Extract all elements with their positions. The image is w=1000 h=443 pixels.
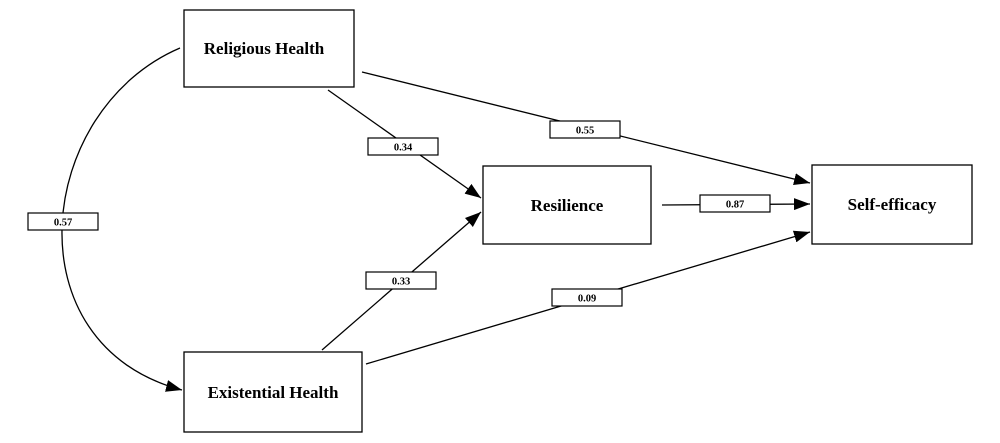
coef-religious-existential: 0.57: [27, 212, 99, 231]
node-resilience-label: Resilience: [531, 196, 604, 215]
node-religious-health-label: Religious Health: [204, 39, 325, 58]
coef-religious-existential-value: 0.57: [54, 218, 72, 229]
coef-resilience-selfefficacy: 0.87: [699, 194, 771, 213]
coef-religious-selfefficacy-value: 0.55: [576, 126, 594, 137]
node-self-efficacy: Self-efficacy: [811, 164, 973, 245]
coef-resilience-selfefficacy-value: 0.87: [726, 200, 744, 211]
coef-existential-resilience-value: 0.33: [392, 277, 410, 288]
coef-existential-selfefficacy-value: 0.09: [578, 294, 596, 305]
coef-existential-resilience: 0.33: [365, 271, 437, 290]
node-self-efficacy-label: Self-efficacy: [848, 195, 937, 214]
node-existential-health: Existential Health: [183, 351, 363, 433]
coef-religious-resilience: 0.34: [367, 137, 439, 156]
node-existential-health-label: Existential Health: [208, 383, 339, 402]
coef-religious-resilience-value: 0.34: [394, 143, 413, 154]
coef-existential-selfefficacy: 0.09: [551, 288, 623, 307]
coef-religious-selfefficacy: 0.55: [549, 120, 621, 139]
node-resilience: Resilience: [482, 165, 652, 245]
node-religious-health: Religious Health: [183, 9, 355, 88]
